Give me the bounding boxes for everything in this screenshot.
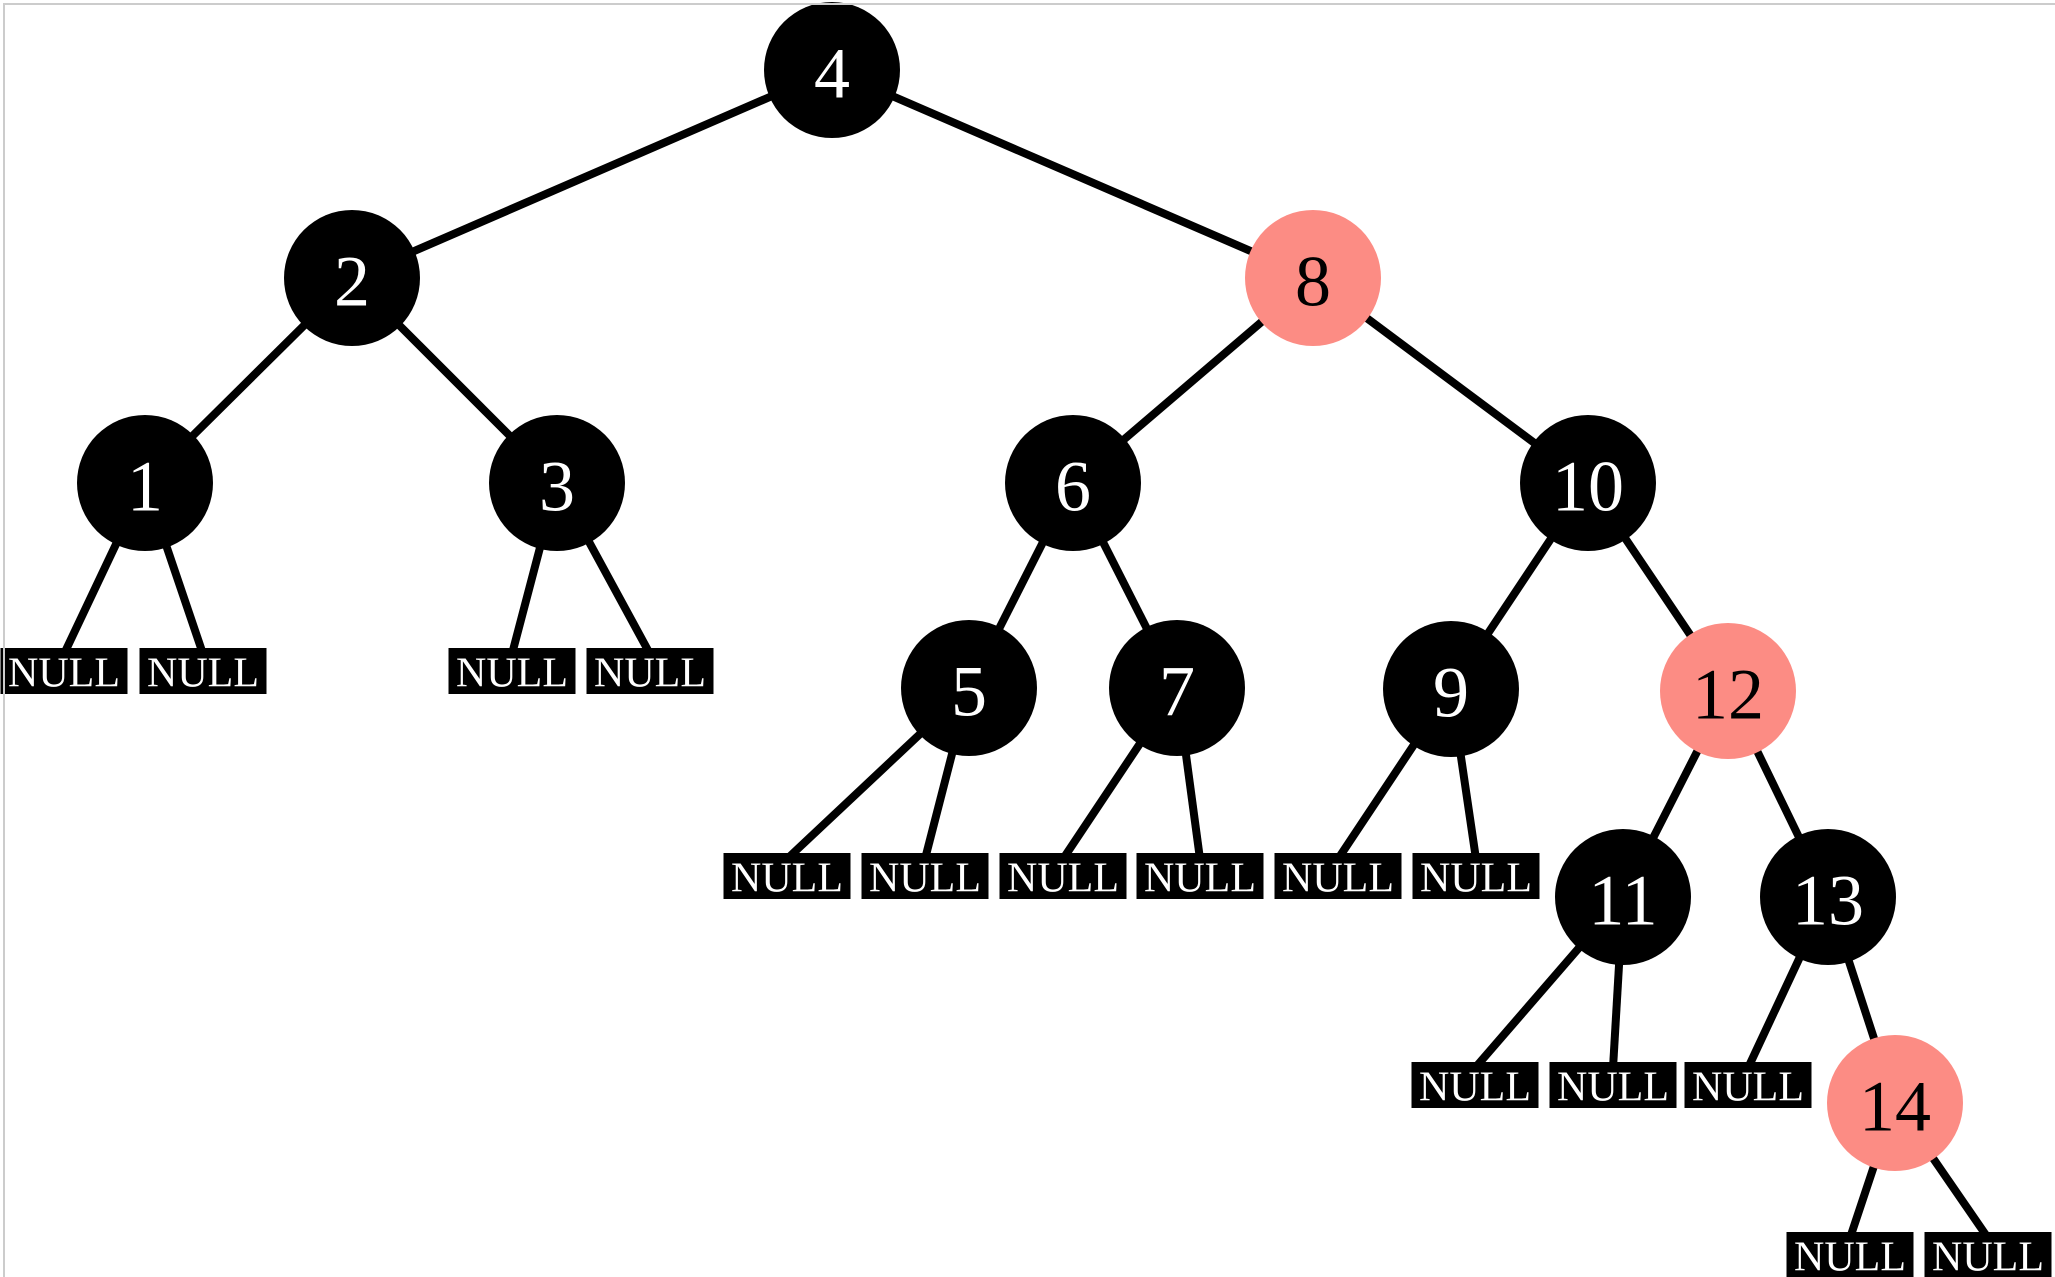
null-leaf-label-7: NULL xyxy=(1144,856,1256,902)
null-leaf-box-9 xyxy=(1412,853,1540,899)
tree-node-7 xyxy=(1109,620,1245,756)
null-leaf-label-2: NULL xyxy=(456,651,568,697)
tree-node-label-5: 5 xyxy=(951,652,987,732)
null-leaf-label-12: NULL xyxy=(1692,1065,1804,1111)
null-leaf-label-9: NULL xyxy=(1420,856,1532,902)
tree-node-4 xyxy=(764,2,900,138)
null-leaf-label-0: NULL xyxy=(8,651,120,697)
null-leaf-label-8: NULL xyxy=(1282,856,1394,902)
null-leaf-label-4: NULL xyxy=(731,856,843,902)
tree-node-11 xyxy=(1555,829,1691,965)
tree-node-label-3: 3 xyxy=(539,447,575,527)
null-leaf-box-0 xyxy=(0,648,128,694)
tree-node-9 xyxy=(1383,621,1519,757)
tree-node-5 xyxy=(901,620,1037,756)
null-leaf-label-14: NULL xyxy=(1932,1235,2044,1277)
tree-node-3 xyxy=(489,415,625,551)
tree-node-1 xyxy=(77,415,213,551)
null-leaf-box-6 xyxy=(999,853,1127,899)
null-leaf-box-8 xyxy=(1274,853,1402,899)
null-leaf-box-2 xyxy=(448,648,576,694)
edge-4-2 xyxy=(350,66,834,282)
tree-node-label-6: 6 xyxy=(1055,447,1091,527)
tree-node-14 xyxy=(1827,1035,1963,1171)
tree-node-label-13: 13 xyxy=(1792,861,1864,941)
null-leaf-box-14 xyxy=(1924,1232,2052,1277)
tree-node-2 xyxy=(284,210,420,346)
tree-node-6 xyxy=(1005,415,1141,551)
edge-4-8 xyxy=(830,66,1315,282)
tree-node-label-4: 4 xyxy=(814,34,850,114)
tree-node-label-14: 14 xyxy=(1859,1067,1931,1147)
null-leaf-box-5 xyxy=(861,853,989,899)
null-leaf-label-11: NULL xyxy=(1557,1065,1669,1111)
null-leaf-label-5: NULL xyxy=(869,856,981,902)
null-leaf-box-7 xyxy=(1136,853,1264,899)
null-leaf-label-1: NULL xyxy=(147,651,259,697)
null-leaf-label-10: NULL xyxy=(1419,1065,1531,1111)
tree-node-12 xyxy=(1660,623,1796,759)
null-leaf-label-13: NULL xyxy=(1794,1235,1906,1277)
null-leaf-box-13 xyxy=(1786,1232,1914,1277)
null-leaf-box-12 xyxy=(1684,1062,1812,1108)
tree-node-13 xyxy=(1760,829,1896,965)
tree-node-label-8: 8 xyxy=(1295,242,1331,322)
tree-node-label-12: 12 xyxy=(1692,655,1764,735)
tree-node-label-1: 1 xyxy=(127,447,163,527)
null-leaf-label-6: NULL xyxy=(1007,856,1119,902)
null-leaf-box-4 xyxy=(723,853,851,899)
null-leaf-box-10 xyxy=(1411,1062,1539,1108)
tree-node-label-2: 2 xyxy=(334,242,370,322)
null-leaf-box-11 xyxy=(1549,1062,1677,1108)
tree-node-label-10: 10 xyxy=(1552,447,1624,527)
null-leaf-box-1 xyxy=(139,648,267,694)
null-leaf-box-3 xyxy=(586,648,714,694)
tree-node-label-9: 9 xyxy=(1433,653,1469,733)
tree-node-label-7: 7 xyxy=(1159,652,1195,732)
tree-node-8 xyxy=(1245,210,1381,346)
null-leaf-label-3: NULL xyxy=(594,651,706,697)
tree-node-label-11: 11 xyxy=(1588,861,1657,941)
tree-node-10 xyxy=(1520,415,1656,551)
